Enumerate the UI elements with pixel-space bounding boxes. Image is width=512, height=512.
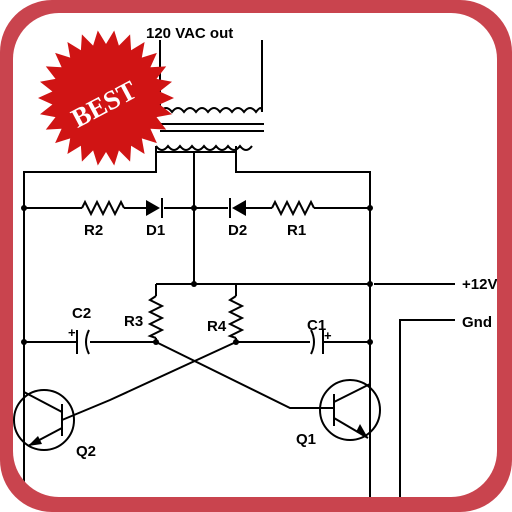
wiring [21, 152, 455, 497]
schematic: 120 VAC out R2 D1 D2 R1 C2 + R3 R4 C1 + … [13, 25, 497, 497]
label-c2: C2 [72, 305, 91, 322]
label-vac-out: 120 VAC out [146, 25, 233, 42]
resistor-r4 [227, 295, 245, 339]
resistor-r1 [271, 199, 315, 217]
label-plus12v: +12V [462, 276, 497, 293]
best-badge: BEST [38, 30, 174, 166]
capacitor-c2 [76, 329, 90, 355]
label-d1: D1 [146, 222, 165, 239]
label-r2: R2 [84, 222, 103, 239]
diode-d1 [146, 198, 163, 218]
label-gnd: Gnd [462, 314, 492, 331]
transformer [155, 40, 264, 153]
best-badge-starburst [38, 30, 174, 166]
label-r1: R1 [287, 222, 306, 239]
label-r4: R4 [207, 318, 227, 335]
resistor-r2 [81, 199, 125, 217]
diode-d2 [229, 198, 246, 218]
transistor-q1 [319, 379, 381, 441]
label-d2: D2 [228, 222, 247, 239]
label-c1: C1 [307, 317, 326, 334]
resistor-r3 [147, 295, 165, 339]
transistor-q2 [13, 389, 75, 451]
label-q2: Q2 [76, 443, 96, 460]
label-r3: R3 [124, 313, 143, 330]
label-q1: Q1 [296, 431, 316, 448]
label-c2-plus: + [68, 325, 76, 340]
label-c1-plus: + [324, 328, 332, 343]
capacitor-c1 [310, 329, 324, 355]
